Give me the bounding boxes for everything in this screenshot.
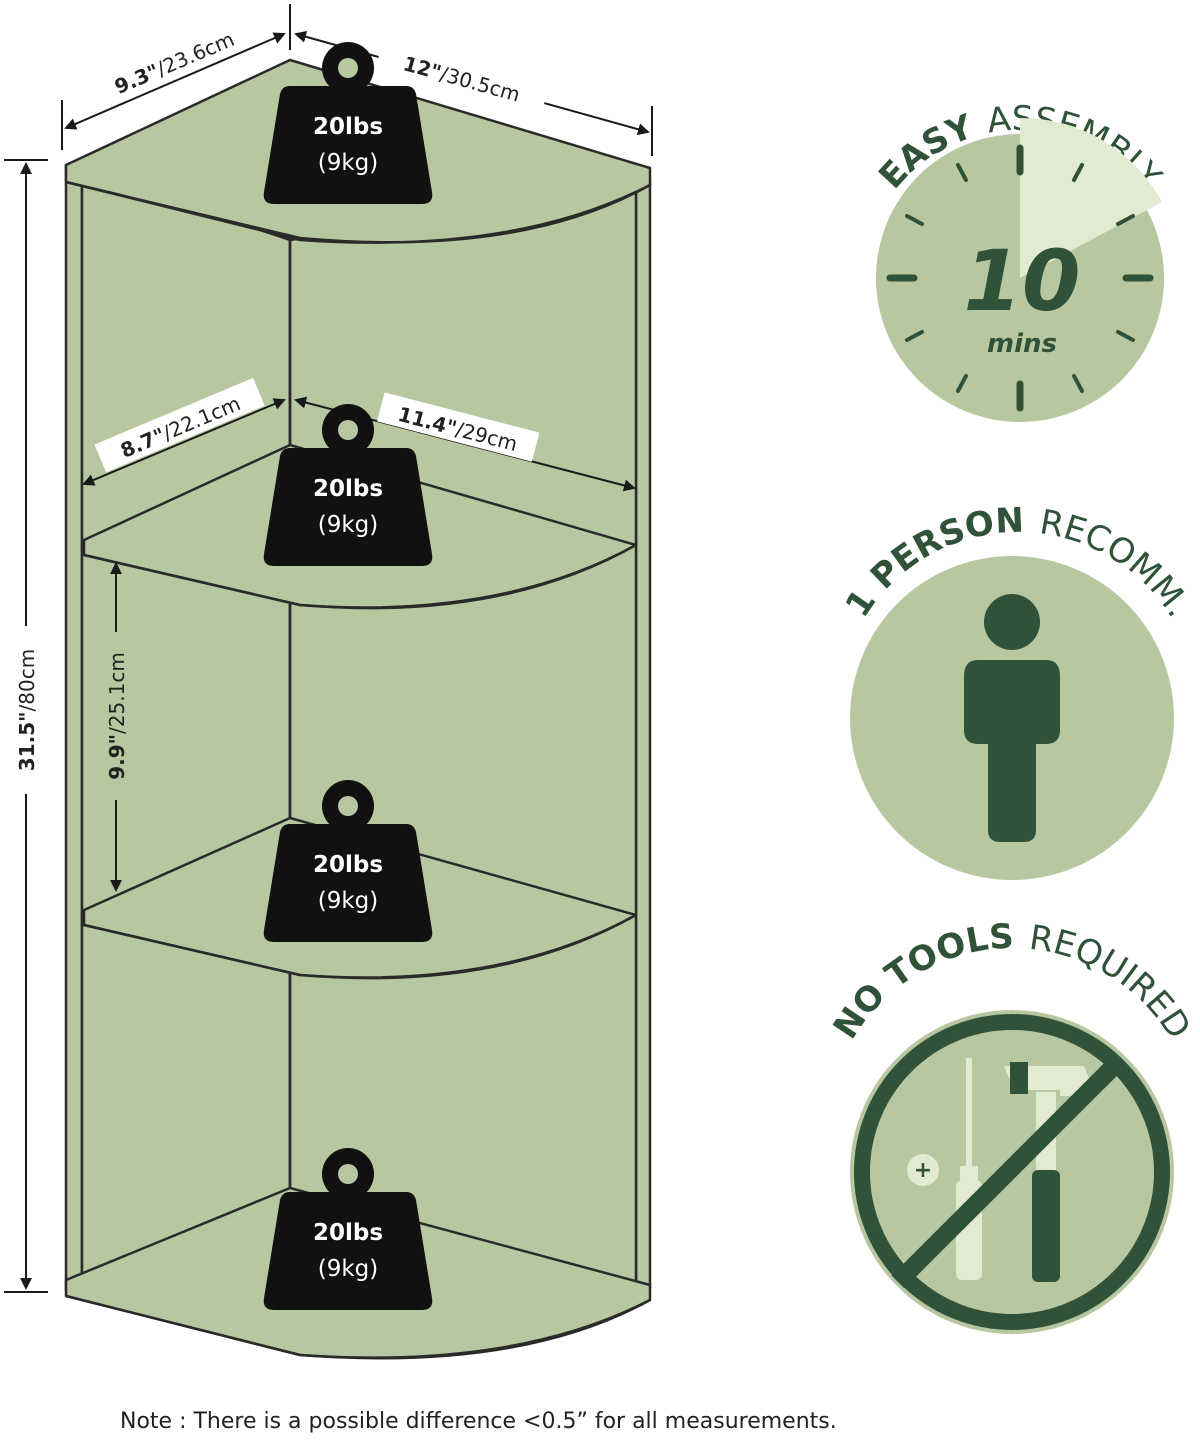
timer-minutes-value: 10 bbox=[964, 232, 1081, 330]
weight-icon: 20lbs (9kg) bbox=[263, 404, 433, 566]
weight-icon: 20lbs (9kg) bbox=[263, 780, 433, 942]
weight-kg-label: (9kg) bbox=[318, 150, 379, 176]
plus-icon: + bbox=[914, 1158, 932, 1183]
left-side-panel bbox=[64, 163, 84, 1292]
timer-unit-label: mins bbox=[987, 329, 1057, 359]
weight-kg-label: (9kg) bbox=[318, 512, 379, 538]
weight-lbs-label: 20lbs bbox=[313, 1220, 383, 1246]
weight-lbs-label: 20lbs bbox=[313, 476, 383, 502]
timer-ticks bbox=[886, 144, 1154, 412]
person-icon bbox=[964, 594, 1060, 842]
weight-lbs-label: 20lbs bbox=[313, 852, 383, 878]
weight-kg-label: (9kg) bbox=[318, 888, 379, 914]
prohibition-slash bbox=[891, 1055, 1125, 1289]
prohibition-ring bbox=[854, 1014, 1170, 1330]
measurement-note: Note : There is a possible difference <0… bbox=[120, 1409, 837, 1434]
weight-kg-label: (9kg) bbox=[318, 1256, 379, 1282]
dim-height-label: 31.5"/80cm bbox=[15, 649, 39, 771]
weight-icon: 20lbs (9kg) bbox=[263, 1148, 433, 1310]
back-panel-right bbox=[288, 183, 638, 1294]
right-side-panel bbox=[634, 180, 652, 1294]
easy-assembly-badge: EASYASSEMBLY 10 mins bbox=[871, 99, 1169, 422]
weight-lbs-label: 20lbs bbox=[313, 114, 383, 140]
dim-shelf-gap-label: 9.9"/25.1cm bbox=[105, 652, 129, 780]
hammer-icon bbox=[1004, 1062, 1096, 1282]
timer-elapsed-wedge bbox=[1020, 117, 1162, 278]
weight-icon: 20lbs (9kg) bbox=[263, 42, 433, 204]
